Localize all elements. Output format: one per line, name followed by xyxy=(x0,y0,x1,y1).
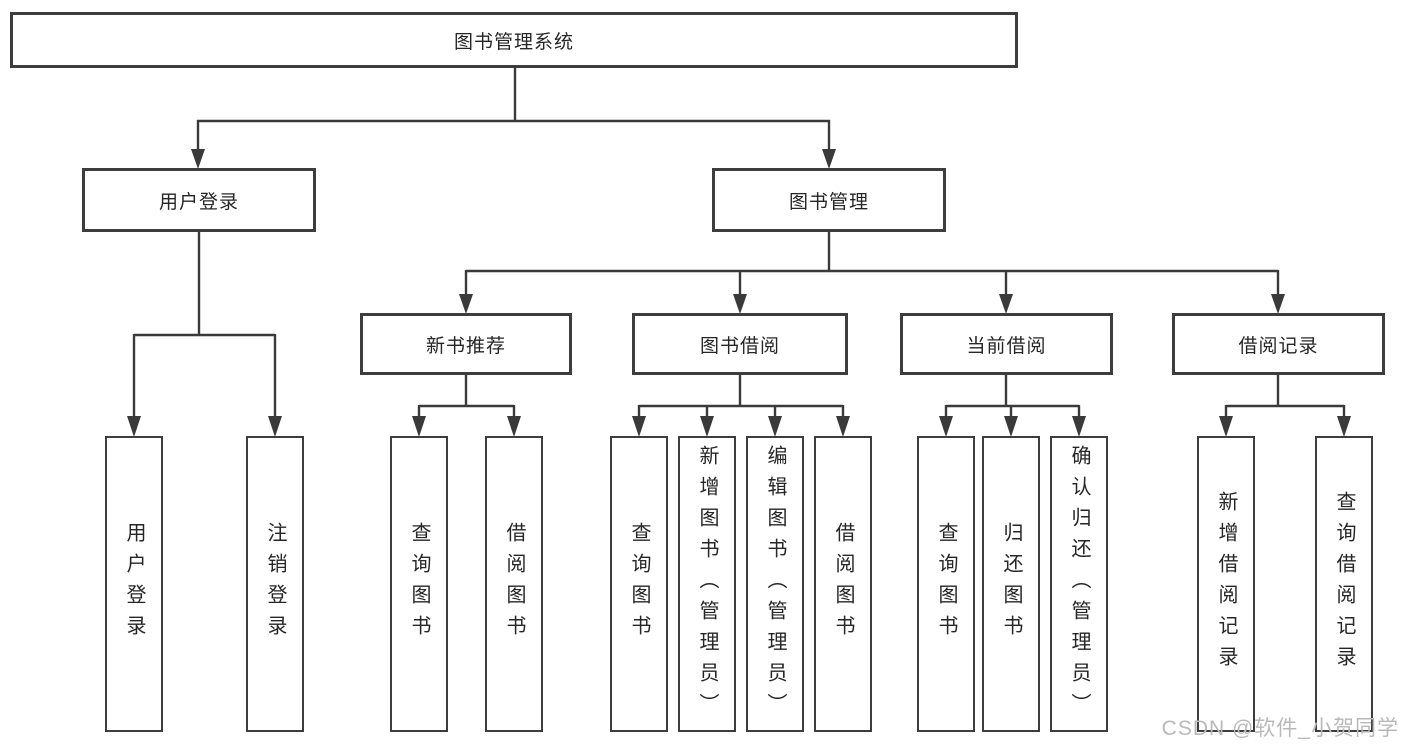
node-label: 新书推荐 xyxy=(425,335,506,357)
connector-current-borrow-to-leaves xyxy=(939,375,1086,437)
leaf-label: 借阅图书 xyxy=(503,522,525,646)
arrowhead-down-icon xyxy=(191,149,205,169)
node-label: 用户登录 xyxy=(158,191,239,213)
connector-book-borrow-to-leaves xyxy=(632,375,850,437)
connector-book-management-to-level3 xyxy=(459,232,1285,314)
leaf-label: 查询借阅记录 xyxy=(1333,491,1355,677)
leaf-query-borrow-record: 查询借阅记录 xyxy=(1315,436,1373,732)
connector-root-to-level2 xyxy=(191,68,836,169)
connector-borrow-records-to-leaves xyxy=(1219,375,1351,437)
leaf-add-books-admin: 新增图书（管理员） xyxy=(678,436,736,732)
arrowhead-down-icon xyxy=(1072,416,1086,437)
arrowhead-down-icon xyxy=(733,294,747,314)
node-library-system: 图书管理系统 xyxy=(10,12,1018,68)
leaf-borrow-books-recommend: 借阅图书 xyxy=(485,436,543,732)
connector-user-login-to-leaves xyxy=(127,232,282,437)
node-new-book-recommend: 新书推荐 xyxy=(360,313,572,375)
arrowhead-down-icon xyxy=(999,294,1013,314)
node-label: 图书管理 xyxy=(788,191,869,213)
arrowhead-down-icon xyxy=(507,416,521,437)
arrowhead-down-icon xyxy=(127,416,141,437)
leaf-label: 借阅图书 xyxy=(832,522,854,646)
arrowhead-down-icon xyxy=(1271,294,1285,314)
node-user-login: 用户登录 xyxy=(82,168,316,232)
leaf-label: 查询图书 xyxy=(628,522,650,646)
arrowhead-down-icon xyxy=(459,294,473,314)
arrowhead-down-icon xyxy=(822,149,836,169)
csdn-watermark: CSDN @软件_小贺同学 xyxy=(1161,717,1399,740)
leaf-return-books: 归还图书 xyxy=(982,436,1040,732)
arrowhead-down-icon xyxy=(268,416,282,437)
arrowhead-down-icon xyxy=(1004,416,1018,437)
leaf-label: 新增图书（管理员） xyxy=(696,444,718,724)
leaf-query-books-borrow: 查询图书 xyxy=(610,436,668,732)
leaf-borrow-books: 借阅图书 xyxy=(814,436,872,732)
leaf-add-borrow-record: 新增借阅记录 xyxy=(1197,436,1255,732)
leaf-label: 查询图书 xyxy=(408,522,430,646)
arrowhead-down-icon xyxy=(412,416,426,437)
node-borrow-records: 借阅记录 xyxy=(1172,313,1385,375)
arrowhead-down-icon xyxy=(1219,416,1233,437)
node-book-borrow: 图书借阅 xyxy=(632,313,848,375)
arrowhead-down-icon xyxy=(939,416,953,437)
leaf-query-books-recommend: 查询图书 xyxy=(390,436,448,732)
leaf-user-login: 用户登录 xyxy=(105,436,163,732)
node-label: 图书借阅 xyxy=(699,335,780,357)
arrowhead-down-icon xyxy=(836,416,850,437)
node-current-borrow: 当前借阅 xyxy=(900,313,1113,375)
leaf-label: 注销登录 xyxy=(264,522,286,646)
leaf-logout: 注销登录 xyxy=(246,436,304,732)
arrowhead-down-icon xyxy=(632,416,646,437)
leaf-query-books-current: 查询图书 xyxy=(917,436,975,732)
leaf-label: 编辑图书（管理员） xyxy=(764,444,786,724)
leaf-label: 新增借阅记录 xyxy=(1215,491,1237,677)
leaf-label: 查询图书 xyxy=(935,522,957,646)
connector-new-book-to-leaves xyxy=(412,375,521,437)
node-label: 当前借阅 xyxy=(966,335,1047,357)
leaf-label: 确认归还（管理员） xyxy=(1068,444,1090,724)
leaf-edit-books-admin: 编辑图书（管理员） xyxy=(746,436,804,732)
arrowhead-down-icon xyxy=(768,416,782,437)
arrowhead-down-icon xyxy=(700,416,714,437)
leaf-label: 用户登录 xyxy=(123,522,145,646)
arrowhead-down-icon xyxy=(1337,416,1351,437)
node-book-management: 图书管理 xyxy=(712,168,946,232)
node-label: 借阅记录 xyxy=(1238,335,1319,357)
node-label: 图书管理系统 xyxy=(453,31,574,53)
leaf-label: 归还图书 xyxy=(1000,522,1022,646)
leaf-confirm-return-admin: 确认归还（管理员） xyxy=(1050,436,1108,732)
